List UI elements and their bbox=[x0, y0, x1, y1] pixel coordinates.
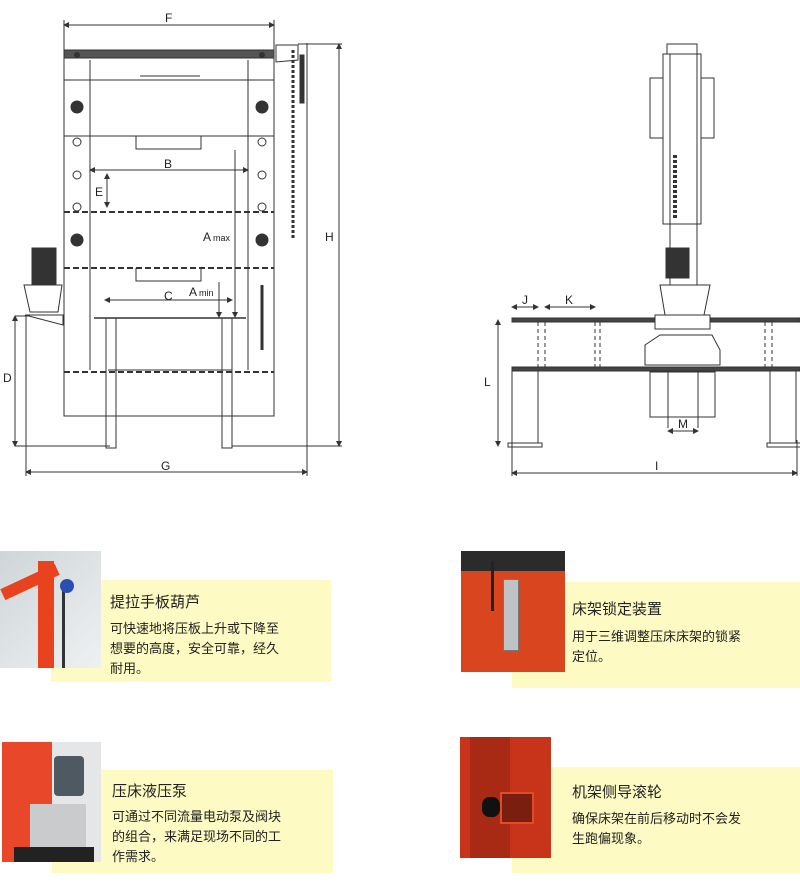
feature-description: 确保床架在前后移动时不会发生跑偏现象。 bbox=[572, 812, 742, 847]
dim-label-f: F bbox=[165, 11, 172, 25]
front-view bbox=[12, 20, 342, 476]
feature-title: 提拉手板葫芦 bbox=[110, 593, 201, 611]
hydraulic-pump-photo bbox=[2, 742, 101, 862]
feature-title: 机架侧导滚轮 bbox=[572, 783, 663, 801]
side-view bbox=[495, 43, 800, 476]
dim-label-j: J bbox=[522, 293, 528, 307]
feature-description: 可通过不同流量电动泵及阀块的组合，来满足现场不同的工作需求。 bbox=[112, 810, 282, 865]
feature-card-side-guide-roller bbox=[512, 767, 800, 873]
dim-label-k: K bbox=[565, 293, 573, 307]
chain-hoist-photo bbox=[0, 551, 101, 668]
dim-label-l: L bbox=[484, 375, 491, 389]
dim-label-c: C bbox=[164, 289, 173, 303]
bed-lock-photo bbox=[461, 551, 565, 672]
dim-label-m: M bbox=[678, 417, 688, 431]
dim-label-b: B bbox=[164, 157, 172, 171]
dim-label-i: I bbox=[655, 459, 658, 473]
feature-description: 可快速地将压板上升或下降至想要的高度，安全可靠，经久耐用。 bbox=[110, 622, 280, 677]
dim-label-h: H bbox=[325, 230, 334, 244]
dim-label-g: G bbox=[161, 459, 170, 473]
side-guide-roller-photo bbox=[460, 737, 551, 858]
feature-title: 压床液压泵 bbox=[112, 782, 188, 800]
feature-title: 床架锁定装置 bbox=[572, 600, 663, 618]
dim-label-d: D bbox=[3, 371, 12, 385]
dim-label-e: E bbox=[95, 185, 103, 199]
feature-description: 用于三维调整压床床架的锁紧定位。 bbox=[572, 630, 742, 665]
